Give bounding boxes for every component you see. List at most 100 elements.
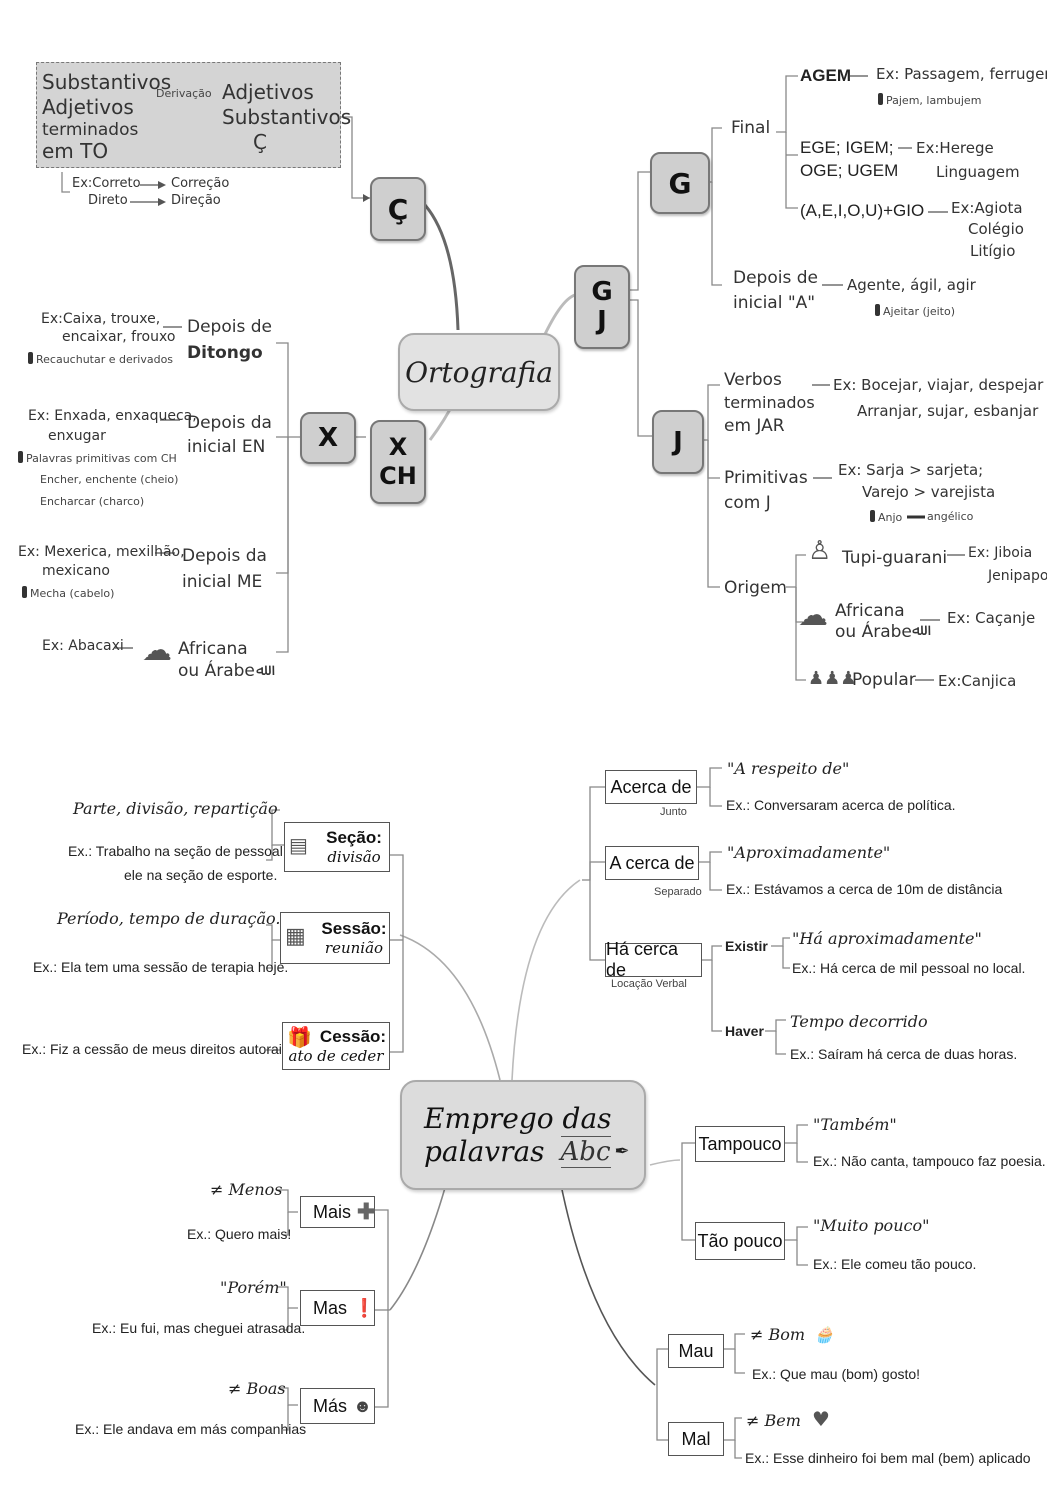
x-me-warn-text: Mecha (cabelo) [30,587,115,600]
x-me-ex2: mexicano [42,563,110,579]
arabic-script-icon: ﷲ [912,620,922,639]
g-ege-line1: EGE; IGEM; [800,138,894,157]
tao-pouco-box: Tão pouco [695,1222,785,1260]
g-final: Final [731,118,771,138]
sessao-meaning: Período, tempo de duração. [57,909,281,928]
c-box-line1: Substantivos [42,70,172,94]
stacked-items-icon: ▤ [289,835,308,857]
fountain-pen-icon: ✒ [614,1141,630,1162]
g-ege-ex2: Linguagem [936,163,1020,181]
warning-icon [875,304,880,316]
secao-meaning: Parte, divisão, repartição [73,799,278,818]
j-verbos-ex2: Arranjar, sujar, esbanjar [857,402,1039,420]
c-ex2-b: Direção [171,193,221,208]
acerca-de-box: Acerca de [605,770,697,804]
warning-icon [18,451,23,463]
acerca-de-sub: Junto [660,806,687,818]
j-node: J [652,410,704,474]
indigenous-person-icon: ♙ [808,536,832,566]
x-me-line2: inicial ME [182,572,263,592]
ortografia-title: Ortografia [405,355,553,389]
cessao-ex: Ex.: Fiz a cessão de meus direitos autor… [22,1041,293,1057]
tampouco-meaning: "Também" [813,1115,897,1134]
crowd-icon: ♟♟♟ [808,668,857,689]
ha-cerca-de-box: Há cerca de [605,939,702,980]
africa-map-icon: ☁ [142,633,172,668]
j-afr-line2: ou Árabe [835,622,912,642]
g-depois-line1: Depois de [733,268,818,288]
j-verbos-line2: terminados [724,393,815,412]
warning-icon [22,586,27,598]
sessao-label1: Sessão: [321,919,387,938]
mal-meaning: ≠ Bem ♥ [746,1407,830,1431]
warning-icon [28,352,33,364]
cessao-box: 🎁 Cessão: ato de ceder [282,1022,390,1070]
mau-ex: Ex.: Que mau (bom) gosto! [752,1366,921,1382]
emprego-title-line2: palavras [424,1135,545,1168]
x-me-ex1: Ex: Mexerica, mexilhão, [18,544,185,560]
sessao-box: ▦ Sessão: reunião [280,912,390,964]
x-ditongo-line1: Depois de [187,317,272,337]
x-ditongo-line2: Ditongo [187,343,263,363]
x-afr-line1: Africana [178,639,248,659]
j-afr-line1: Africana [835,601,905,621]
g-gio-ex2: Colégio [968,220,1024,238]
g-depois-line2: inicial "A" [733,293,816,313]
c-derivacao-label: Derivação [156,87,212,100]
emprego-title-line1: Emprego das [424,1102,612,1135]
x-me-warn: Mecha (cabelo) [22,586,114,600]
sessao-label2: reunião [324,939,384,957]
mais-ex: Ex.: Quero mais! [187,1226,292,1242]
mas-acento-ex: Ex.: Ele andava em más companhias [75,1421,307,1437]
g-depois-warn: Ajeitar (jeito) [875,304,955,318]
g-gio: (A,E,I,O,U)+GIO [800,201,925,220]
j-verbos-line1: Verbos [724,370,782,390]
exclamation-badge-icon: ❗ [353,1297,376,1318]
x-ditongo-ex2: encaixar, frouxo [62,329,176,345]
j-prim-line2: com J [724,493,771,513]
x-me-line1: Depois da [182,546,267,566]
x-en-sub2: Encharcar (charco) [40,495,145,508]
meeting-icon: ▦ [285,923,306,948]
haver-meaning: Tempo decorrido [790,1012,928,1031]
j-origem: Origem [724,578,787,598]
cupcake-icon: 🧁 [814,1325,835,1344]
j-tupi-ex1: Ex: Jiboia [968,545,1033,561]
ortografia-root-node: Ortografia [398,333,560,411]
c-ex2-a: Direto [88,193,128,208]
gj-node: G J [574,265,630,349]
secao-ex2: ele na seção de esporte. [124,867,278,883]
a-cerca-de-ex: Ex.: Estávamos a cerca de 10m de distânc… [726,881,1003,897]
mas-label: Mas [313,1297,348,1318]
c-ex1-b: Correção [171,176,230,191]
abc-handwriting-icon: Abc [560,1135,611,1168]
g-agem-ex: Ex: Passagem, ferrugem [876,65,1047,83]
j-afr-ex: Ex: Caçanje [947,609,1036,627]
g-depois-ex: Agente, ágil, agir [847,276,976,294]
mau-meaning-text: ≠ Bom [750,1325,806,1344]
mau-box: Mau [668,1334,724,1368]
j-prim-warn-b: angélico [927,510,974,523]
cessao-label2: ato de ceder [288,1047,384,1065]
j-prim-ex1: Ex: Sarja > sarjeta; [838,461,984,479]
mais-meaning: ≠ Menos [210,1180,283,1199]
mas-acento-meaning: ≠ Boas [228,1379,286,1398]
emprego-root-node: Emprego das palavras Abc ✒ [400,1080,646,1190]
a-cerca-de-sub: Separado [654,886,702,898]
mais-box: Mais ✚ [300,1196,375,1228]
gj-node-g: G [591,277,613,308]
xch-node-x: X [388,433,408,462]
existir-meaning: "Há aproximadamente" [792,929,982,948]
x-en-ex2: enxugar [48,428,106,444]
x-en-warn: Palavras primitivas com CH [18,451,177,465]
secao-box: ▤ Seção: divisão [284,822,390,872]
x-en-ex1: Ex: Enxada, enxaqueca, [28,408,197,424]
g-gio-ex3: Litígio [970,242,1016,260]
x-node: X [300,412,356,464]
c-box-line3: terminados [42,120,139,140]
tao-pouco-meaning: "Muito pouco" [813,1216,930,1235]
cessao-label1: Cessão: [319,1027,387,1046]
c-ex1-a: Ex:Correto [72,176,141,191]
c-box-line4: em TO [42,139,109,163]
mas-meaning: "Porém" [220,1278,287,1297]
